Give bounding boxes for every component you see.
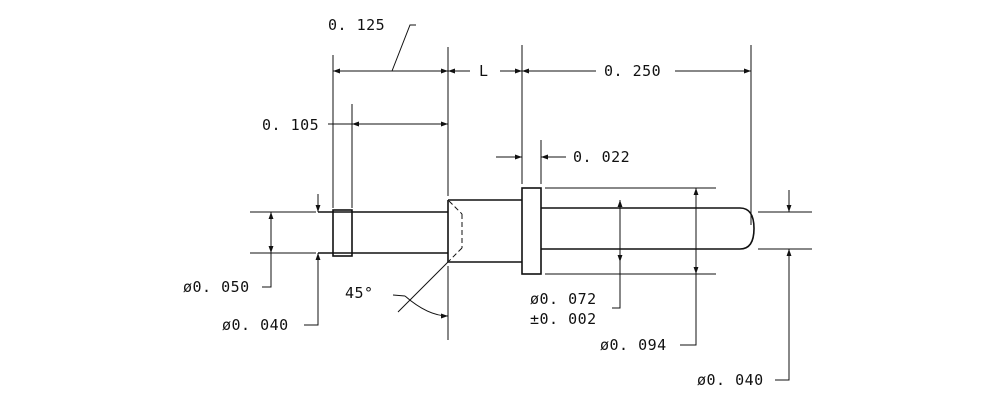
dim-label-L: L: [479, 62, 489, 80]
dimension-0022: 0. 022: [496, 148, 630, 166]
dim-label-0125: 0. 125: [328, 16, 385, 34]
dim-label-dia-0094: ø0. 094: [600, 336, 667, 354]
dimension-angle-45: 45°: [345, 261, 449, 319]
dimension-dia-0050: ø0. 050: [183, 212, 274, 296]
dimension-L: L: [448, 62, 522, 80]
dim-label-0022: 0. 022: [573, 148, 630, 166]
dim-label-dia-0040-right: ø0. 040: [697, 371, 764, 389]
dimension-0105: 0. 105: [262, 116, 448, 134]
dimension-dia-0040-left: ø0. 040: [222, 194, 321, 334]
dim-label-dia-0040-left: ø0. 040: [222, 316, 289, 334]
dimension-0250: 0. 250: [522, 62, 751, 80]
dimension-0125: 0. 125: [328, 16, 448, 74]
dim-label-tol-0002: ±0. 002: [530, 310, 597, 328]
dim-label-dia-0072: ø0. 072: [530, 290, 597, 308]
dim-label-dia-0050: ø0. 050: [183, 278, 250, 296]
dimension-dia-0040-right: ø0. 040: [697, 190, 792, 389]
dimension-dia-0072: ø0. 072 ±0. 002: [530, 200, 623, 328]
dimension-dia-0094: ø0. 094: [600, 188, 699, 354]
dim-label-0105: 0. 105: [262, 116, 319, 134]
dim-label-0250: 0. 250: [604, 62, 661, 80]
pin-part-outline: [318, 187, 755, 275]
dim-label-angle-45: 45°: [345, 284, 374, 302]
extension-lines: [250, 45, 812, 340]
